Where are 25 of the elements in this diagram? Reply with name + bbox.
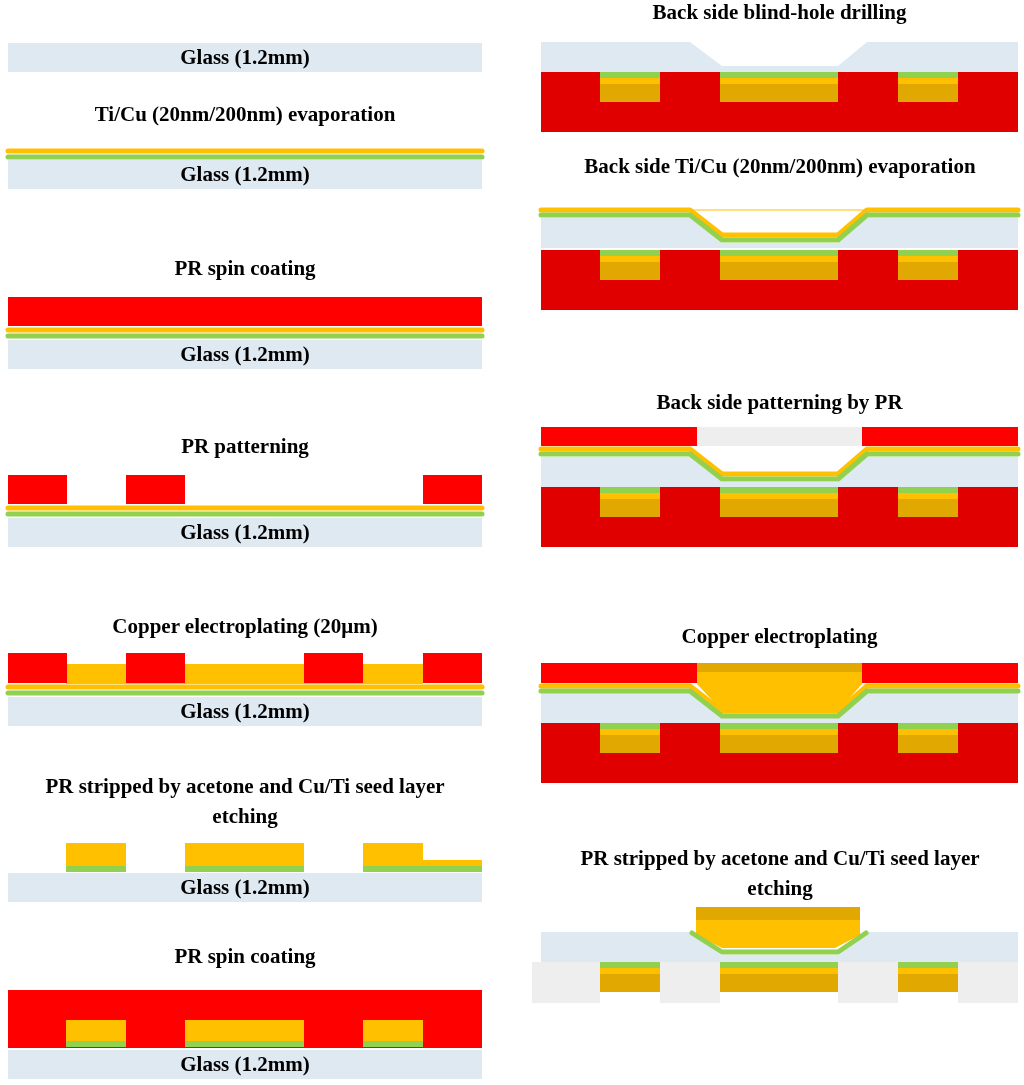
- glass-layer: [8, 697, 482, 726]
- step-title: PR stripped by acetone and Cu/Ti seed layer etching: [579, 845, 981, 902]
- glass-layer: [8, 1050, 482, 1079]
- layer-label: Glass (1.2mm): [180, 1052, 310, 1077]
- step-title: Copper electroplating (20μm): [111, 613, 379, 640]
- layer-label: Glass (1.2mm): [180, 45, 310, 70]
- layer-label: Glass (1.2mm): [180, 875, 310, 900]
- glass-layer: [8, 518, 482, 547]
- glass-layer: [8, 43, 482, 72]
- step-title: Back side blind-hole drilling: [651, 0, 908, 26]
- step-title: Ti/Cu (20nm/200nm) evaporation: [93, 101, 397, 128]
- glass-layer: [8, 340, 482, 369]
- layer-label: Glass (1.2mm): [180, 520, 310, 545]
- glass-layer: [8, 873, 482, 902]
- step-title: PR spin coating: [173, 943, 317, 970]
- layer-label: Glass (1.2mm): [180, 342, 310, 367]
- step-title: PR stripped by acetone and Cu/Ti seed layer etching: [44, 773, 446, 830]
- step-title: Copper electroplating: [680, 623, 879, 650]
- step-title: PR patterning: [180, 433, 310, 460]
- layer-label: Glass (1.2mm): [180, 699, 310, 724]
- layer-label: Glass (1.2mm): [180, 162, 310, 187]
- step-title: Back side Ti/Cu (20nm/200nm) evaporation: [583, 153, 977, 180]
- step-title: PR spin coating: [173, 255, 317, 282]
- step-title: Back side patterning by PR: [655, 389, 904, 416]
- glass-layer: [8, 160, 482, 189]
